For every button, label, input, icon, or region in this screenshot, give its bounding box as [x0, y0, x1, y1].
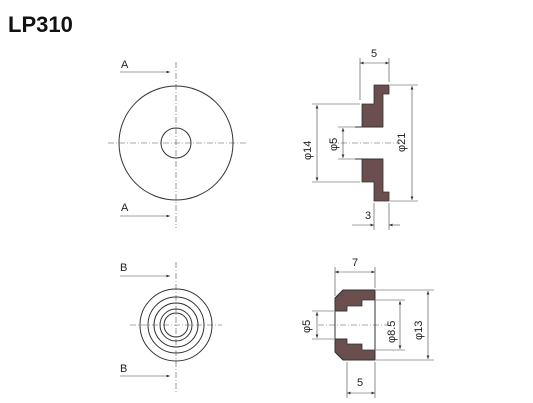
section-b-bottom-label: B: [120, 363, 127, 375]
front-view-b: B B: [120, 262, 222, 392]
dim-flange-diameter-value: φ14: [302, 141, 314, 160]
front-view-a-outer-circle: [118, 85, 234, 201]
dim-length-value: 7: [352, 257, 358, 269]
section-b-top-label: B: [120, 262, 127, 274]
dim-depth-value: 5: [357, 377, 363, 389]
section-view-a-lower-half: [361, 158, 390, 202]
front-view-b-bore-inner-circle: [163, 312, 189, 338]
dim-bore-value: φ5: [328, 138, 340, 151]
section-view-b-outline: [334, 289, 376, 361]
front-view-b-ring-inner-circle: [153, 302, 199, 348]
front-view-a: A A: [108, 59, 246, 228]
dim-flange-thickness-value: 3: [365, 210, 371, 222]
section-a-top-label: A: [121, 59, 129, 71]
section-view-a-upper-half: [361, 84, 390, 128]
section-view-b-upper-half: [334, 289, 376, 312]
section-view-b-lower-half: [334, 338, 376, 361]
section-a-bottom-label: A: [121, 202, 129, 214]
front-view-b-outer-circle: [139, 288, 213, 362]
dim-bore-value: φ5: [301, 320, 313, 333]
section-view-a: 5 φ21 φ14 φ5 3: [302, 48, 418, 230]
front-view-b-bore-outer-circle: [159, 308, 193, 342]
dim-outer-diameter-value: φ13: [413, 321, 425, 340]
front-view-a-bore-circle: [160, 127, 192, 159]
front-view-b-ring-outer-circle: [147, 296, 205, 354]
dim-inner-diameter-value: φ8.5: [386, 321, 398, 343]
dim-width-value: 5: [371, 48, 377, 60]
part-title: LP310: [8, 12, 73, 37]
section-view-b: 7 φ5 φ8.5 φ13 5: [301, 257, 434, 398]
dim-outer-diameter-value: φ21: [396, 133, 408, 152]
